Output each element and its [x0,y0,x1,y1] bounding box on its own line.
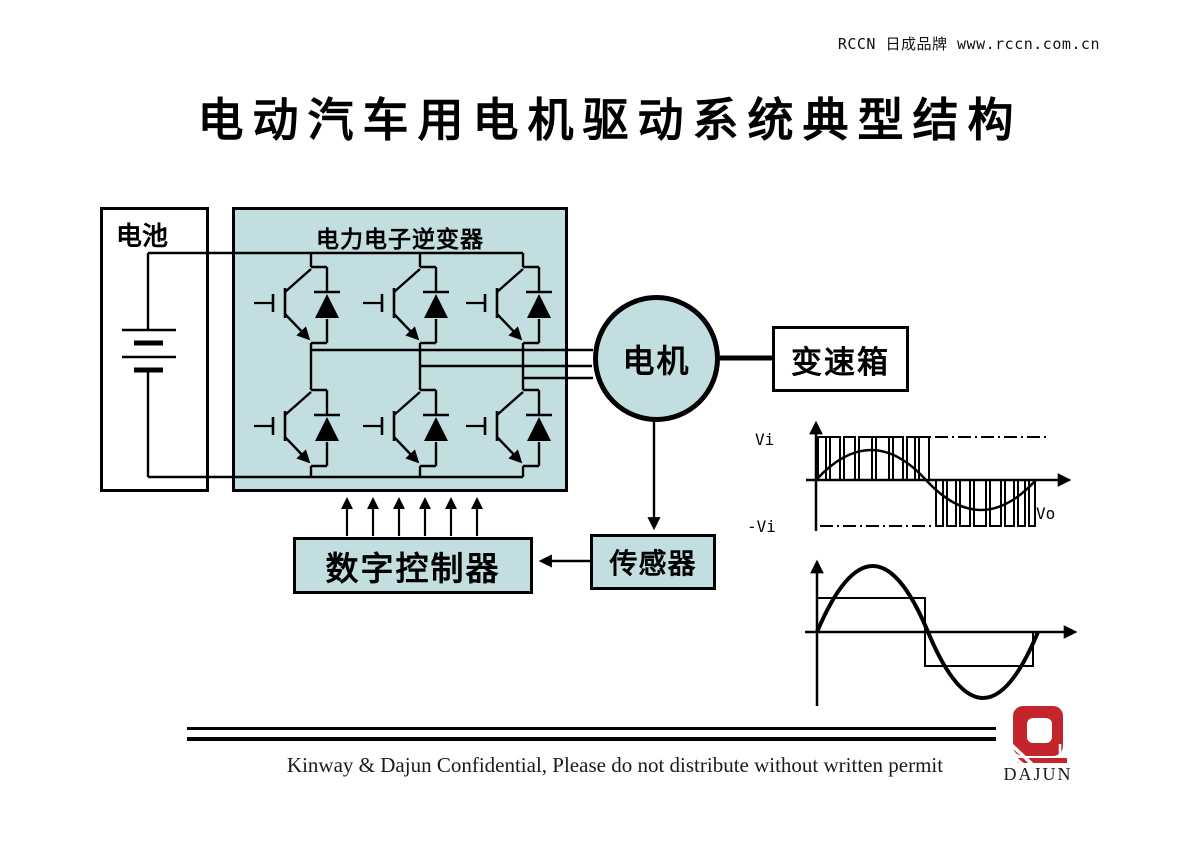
brand-text: RCCN 日成品牌 www.rccn.com.cn [837,35,1100,53]
motor-label: 电机 [622,342,691,379]
dajun-logo: DAJUN [998,704,1078,785]
confidential-notice: Kinway & Dajun Confidential, Please do n… [286,753,944,777]
digital-controller-box: 数字控制器 [293,537,533,594]
inverter-box: 电力电子逆变器 [232,207,568,492]
output-sine-wave [815,564,1040,700]
gearbox-label: 变速箱 [791,344,890,380]
battery-label: 电池 [116,221,169,251]
dajun-logo-icon [1003,706,1067,766]
gearbox-box: 变速箱 [772,326,909,392]
vi-axis-label: Vi [755,430,774,449]
battery-box: 电池 [100,207,209,492]
dajun-logo-text: DAJUN [1003,764,1073,784]
inverter-label: 电力电子逆变器 [316,226,484,252]
footer-divider-top [187,727,996,730]
output-square-wave [816,597,1034,667]
pwm-negative-pulses [935,479,1036,527]
motor-node: 电机 [593,295,720,422]
pwm-positive-pulses [817,436,930,481]
sensor-box: 传感器 [590,534,716,590]
page-title: 电动汽车用电机驱动系统典型结构 [197,94,1023,146]
controller-gate-arrows [340,496,484,536]
pwm-sine-overlay [815,448,1037,512]
output-waveform-plot [805,559,1078,706]
pwm-waveform-plot: Vi -Vi Vo [747,420,1072,536]
sensor-label: 传感器 [609,548,697,579]
vo-axis-label: Vo [1036,504,1055,523]
neg-vi-axis-label: -Vi [747,517,776,536]
controller-label: 数字控制器 [325,549,501,587]
footer-divider-bottom [187,737,996,741]
